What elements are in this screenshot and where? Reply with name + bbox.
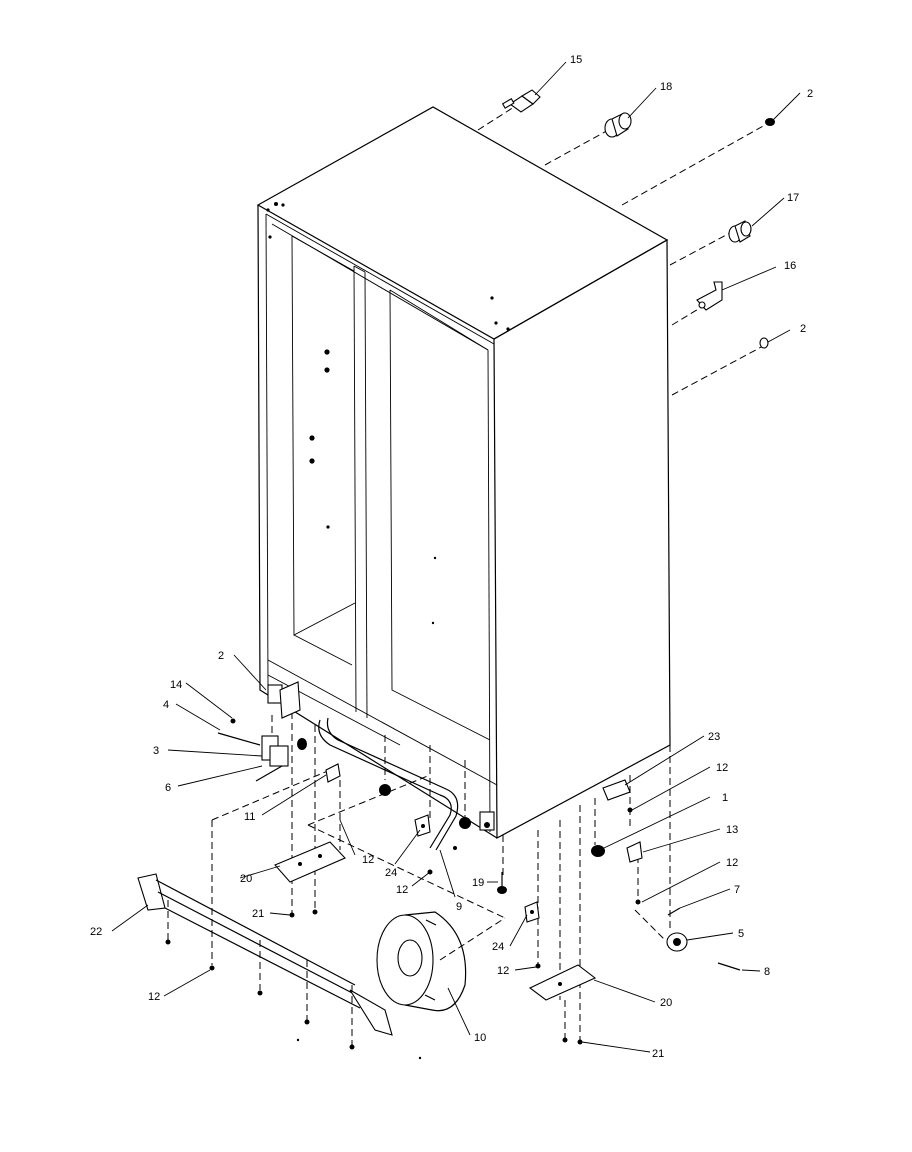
callout-20-right: 20 [660,997,672,1009]
callout-12-d: 12 [396,884,408,896]
callout-12-c: 12 [362,854,374,866]
assembly-guide-lines [167,99,766,1045]
callout-14: 14 [170,679,182,691]
callout-2-top: 2 [807,88,813,100]
callout-1: 1 [722,792,728,804]
part-24-clip-right [524,901,540,923]
part-2-screw-top [765,118,775,126]
callout-20-left: 20 [240,873,252,885]
callout-21-right: 21 [652,1048,664,1060]
screws [165,807,641,1060]
callout-9: 9 [456,901,462,913]
callout-5: 5 [738,928,744,940]
part-7-pin [667,907,681,916]
callout-2-right: 2 [800,323,806,335]
part-19-screw [497,872,507,894]
callout-11: 11 [244,811,255,823]
part-24-clip-left [414,814,431,837]
part-20-leveling-plate-left [274,841,346,883]
callout-12-b: 12 [726,857,738,869]
callout-labels: 15 18 2 17 16 2 2 14 4 3 6 11 23 12 1 13… [90,54,813,1060]
part-11-tube-clip [325,763,341,783]
leader-lines [111,61,801,1053]
part-16-hinge-bracket [696,281,723,311]
callout-24-a: 24 [385,867,397,879]
callout-22: 22 [90,926,102,938]
callout-12-a: 12 [716,762,728,774]
callout-17: 17 [787,192,799,204]
callout-23: 23 [708,731,720,743]
part-9-11-tubing [318,717,471,851]
part-2-screw-right [759,337,769,349]
callout-21-left: 21 [252,908,264,920]
callout-2-left: 2 [218,650,224,662]
callout-19: 19 [472,877,484,889]
part-18-bushing [604,112,632,138]
callout-18: 18 [660,81,672,93]
callout-16: 16 [784,260,796,272]
part-15-hinge-pin [501,89,541,113]
callout-6: 6 [165,782,171,794]
callout-3: 3 [153,745,159,757]
part-17-bushing [728,220,752,243]
callout-7: 7 [734,884,740,896]
part-1-roller [591,845,605,857]
callout-24-b: 24 [492,941,504,953]
part-left-hinge-assembly [217,681,307,782]
part-22-drain-pan [137,873,393,1036]
part-13-clip [626,841,643,863]
callout-12-e: 12 [148,991,160,1003]
refrigerator-cabinet [256,106,671,840]
callout-10: 10 [474,1032,486,1044]
callout-4: 4 [163,699,169,711]
parts [137,89,775,1060]
part-20-leveling-plate-right [528,964,597,1001]
part-5-wheel [666,932,688,952]
part-23-bracket [602,779,631,801]
part-10-condenser-coil [376,911,467,1012]
callout-12-f: 12 [497,965,509,977]
part-8-bolt [717,962,741,971]
callout-8: 8 [764,966,770,978]
callout-13: 13 [726,824,738,836]
callout-15: 15 [570,54,582,66]
